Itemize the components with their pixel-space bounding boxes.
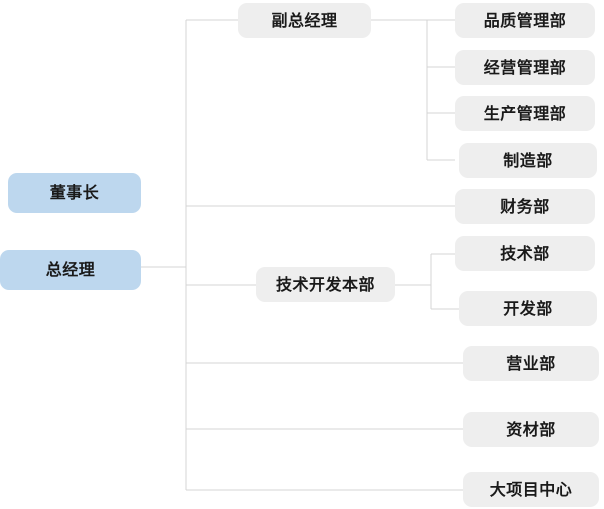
node-development[interactable]: 开发部: [459, 291, 597, 326]
node-manufacturing[interactable]: 制造部: [459, 143, 597, 178]
node-quality-management[interactable]: 品质管理部: [455, 3, 595, 38]
node-major-project-center[interactable]: 大项目中心: [463, 472, 599, 507]
node-technology[interactable]: 技术部: [455, 236, 595, 271]
node-finance[interactable]: 财务部: [455, 189, 595, 224]
node-deputy-general-manager[interactable]: 副总经理: [238, 3, 371, 38]
node-chairman[interactable]: 董事长: [8, 173, 141, 213]
node-business-management[interactable]: 经营管理部: [455, 50, 595, 85]
node-general-manager[interactable]: 总经理: [0, 250, 141, 290]
node-production-management[interactable]: 生产管理部: [455, 96, 595, 131]
node-sales[interactable]: 营业部: [463, 346, 599, 381]
node-tech-development-hq[interactable]: 技术开发本部: [256, 267, 395, 302]
node-materials[interactable]: 资材部: [463, 412, 599, 447]
